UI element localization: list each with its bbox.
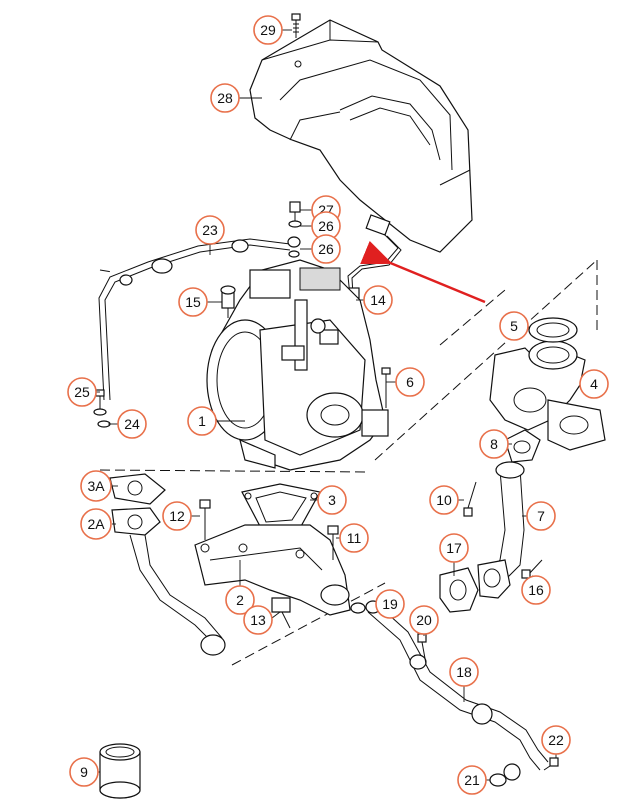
callout-label: 2 [236,592,244,608]
callout-20: 20 [409,605,439,635]
bolt-29 [291,13,301,38]
callout-26-upper: 26 [311,211,341,241]
turbocharger [206,259,389,471]
exhaust-elbow-4 [489,340,606,451]
callout-16: 16 [521,575,551,605]
callout-15: 15 [178,287,208,317]
bolt-16 [521,559,543,579]
callout-label: 20 [416,612,432,628]
callout-label: 10 [436,492,452,508]
bracket-2 [194,524,351,616]
callout-7: 7 [526,501,556,531]
callout-2a: 2A [80,508,112,540]
callout-10: 10 [429,485,459,515]
callout-29: 29 [253,15,283,45]
callout-6: 6 [395,367,425,397]
callout-label: 6 [406,374,414,390]
callout-label: 26 [318,218,334,234]
callout-13: 13 [243,605,273,635]
callout-28: 28 [210,83,240,113]
highlight-arrow [360,240,486,304]
callout-12: 12 [162,501,192,531]
leader-lines [96,29,585,781]
callout-label: 15 [185,294,201,310]
callout-23: 23 [195,215,225,245]
callout-label: 14 [370,292,386,308]
callout-label: 1 [198,413,206,429]
callout-label: 3A [87,478,105,494]
callout-1: 1 [187,406,217,436]
o-ring-21 [489,763,521,787]
callout-9: 9 [69,757,99,787]
callout-label: 12 [169,508,185,524]
bolt-27-and-washers-26 [287,201,302,258]
callout-21: 21 [457,765,487,795]
callout-label: 4 [590,376,598,392]
return-pipe-18 [365,600,549,771]
callout-label: 23 [202,222,218,238]
callout-label: 11 [347,530,362,546]
callout-label: 26 [318,241,334,257]
gasket-5 [528,317,578,343]
bolt-12 [199,499,211,540]
flange-17 [439,559,511,613]
callout-label: 22 [548,732,564,748]
callout-2: 2 [225,585,255,615]
assembly-boundary-dashed [99,259,598,666]
callout-3: 3 [317,485,347,515]
bolt-11 [327,525,339,560]
callout-label: 17 [446,540,462,556]
bolt-10 [463,481,477,517]
callout-8: 8 [479,429,509,459]
callout-label: 8 [490,436,498,452]
callout-label: 3 [328,492,336,508]
callout-25: 25 [67,377,97,407]
callout-label: 29 [260,22,276,38]
callout-3a: 3A [80,470,112,502]
callout-14: 14 [363,285,393,315]
callout-label: 2A [87,516,105,532]
callout-label: 9 [80,764,88,780]
sleeve-9 [99,743,141,799]
bolt-6 [381,367,391,408]
callout-label: 21 [464,772,480,788]
callout-label: 19 [382,596,398,612]
callout-label: 13 [250,612,266,628]
callout-label: 24 [124,416,140,432]
o-ring-19 [350,602,366,614]
gasket-3 [241,483,321,531]
oil-feed-pipe [98,238,291,401]
callout-26-lower: 26 [311,234,341,264]
heat-shield [249,19,473,253]
callout-label: 25 [74,384,90,400]
callout-19: 19 [375,589,405,619]
callout-label: 5 [510,318,518,334]
bolt-22 [543,757,559,771]
fitting-15 [220,285,236,318]
callout-label: 16 [528,582,544,598]
callout-11: 11 [339,523,369,553]
callout-5: 5 [499,311,529,341]
callout-4: 4 [579,369,609,399]
oil-return-pipe-2a [111,507,226,656]
callout-label: 28 [217,90,233,106]
callout-label: 18 [456,664,472,680]
callout-label: 7 [537,508,545,524]
gasket-8 [504,429,541,463]
callout-17: 17 [439,533,469,563]
callout-22: 22 [541,725,571,755]
gasket-3a [109,473,166,505]
callout-24: 24 [117,409,147,439]
clamp-13 [271,597,291,629]
banjo-bolt-25 [93,389,111,428]
callout-18: 18 [449,657,479,687]
